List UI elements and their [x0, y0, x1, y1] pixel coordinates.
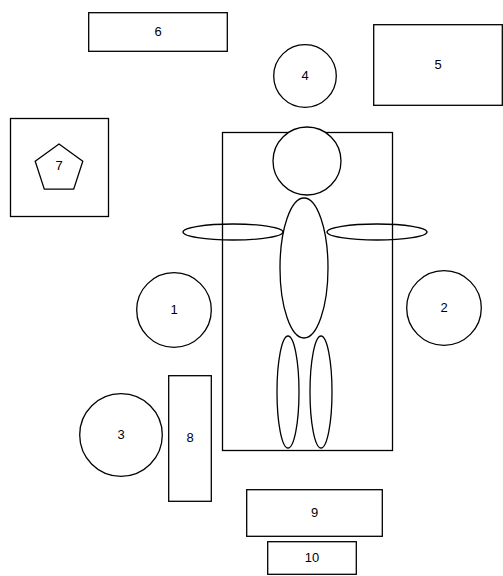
- callout-number: 3: [117, 428, 124, 442]
- patient-arm: [183, 224, 283, 240]
- node-shape: [35, 144, 83, 189]
- position-circle: 1: [136, 272, 212, 348]
- node-shape: [374, 25, 503, 106]
- node-shape: [169, 376, 212, 502]
- callout-number: 10: [305, 551, 319, 565]
- node-shape: [247, 490, 383, 537]
- node-shape: [137, 273, 212, 348]
- callout-number: 8: [186, 431, 193, 445]
- equipment-box: 6: [88, 12, 228, 52]
- equipment-box: 8: [168, 375, 212, 502]
- equipment-box: 5: [373, 24, 503, 106]
- node-shape: [407, 271, 482, 346]
- equipment-box: 9: [246, 489, 383, 537]
- position-circle: 2: [406, 270, 482, 346]
- callout-number: 4: [301, 69, 308, 83]
- pentagon-symbol: 7: [34, 141, 84, 191]
- patient-arm: [327, 224, 427, 240]
- patient-head: [273, 127, 341, 195]
- patient-torso: [280, 198, 328, 338]
- node-shape: [80, 394, 163, 477]
- patient-leg: [277, 336, 299, 448]
- node-shape: [274, 45, 337, 108]
- callout-number: 6: [154, 25, 161, 39]
- callout-number: 9: [311, 506, 318, 520]
- callout-number: 2: [440, 301, 447, 315]
- patient-leg: [310, 336, 332, 448]
- callout-number: 1: [170, 303, 177, 317]
- callout-number: 5: [434, 58, 441, 72]
- position-circle: 3: [79, 393, 163, 477]
- position-circle: 4: [273, 44, 337, 108]
- equipment-box: 10: [267, 541, 357, 575]
- cabinet-square: [11, 119, 109, 217]
- node-shape: [89, 13, 228, 52]
- node-shape: [268, 542, 357, 575]
- callout-number: 7: [55, 159, 62, 173]
